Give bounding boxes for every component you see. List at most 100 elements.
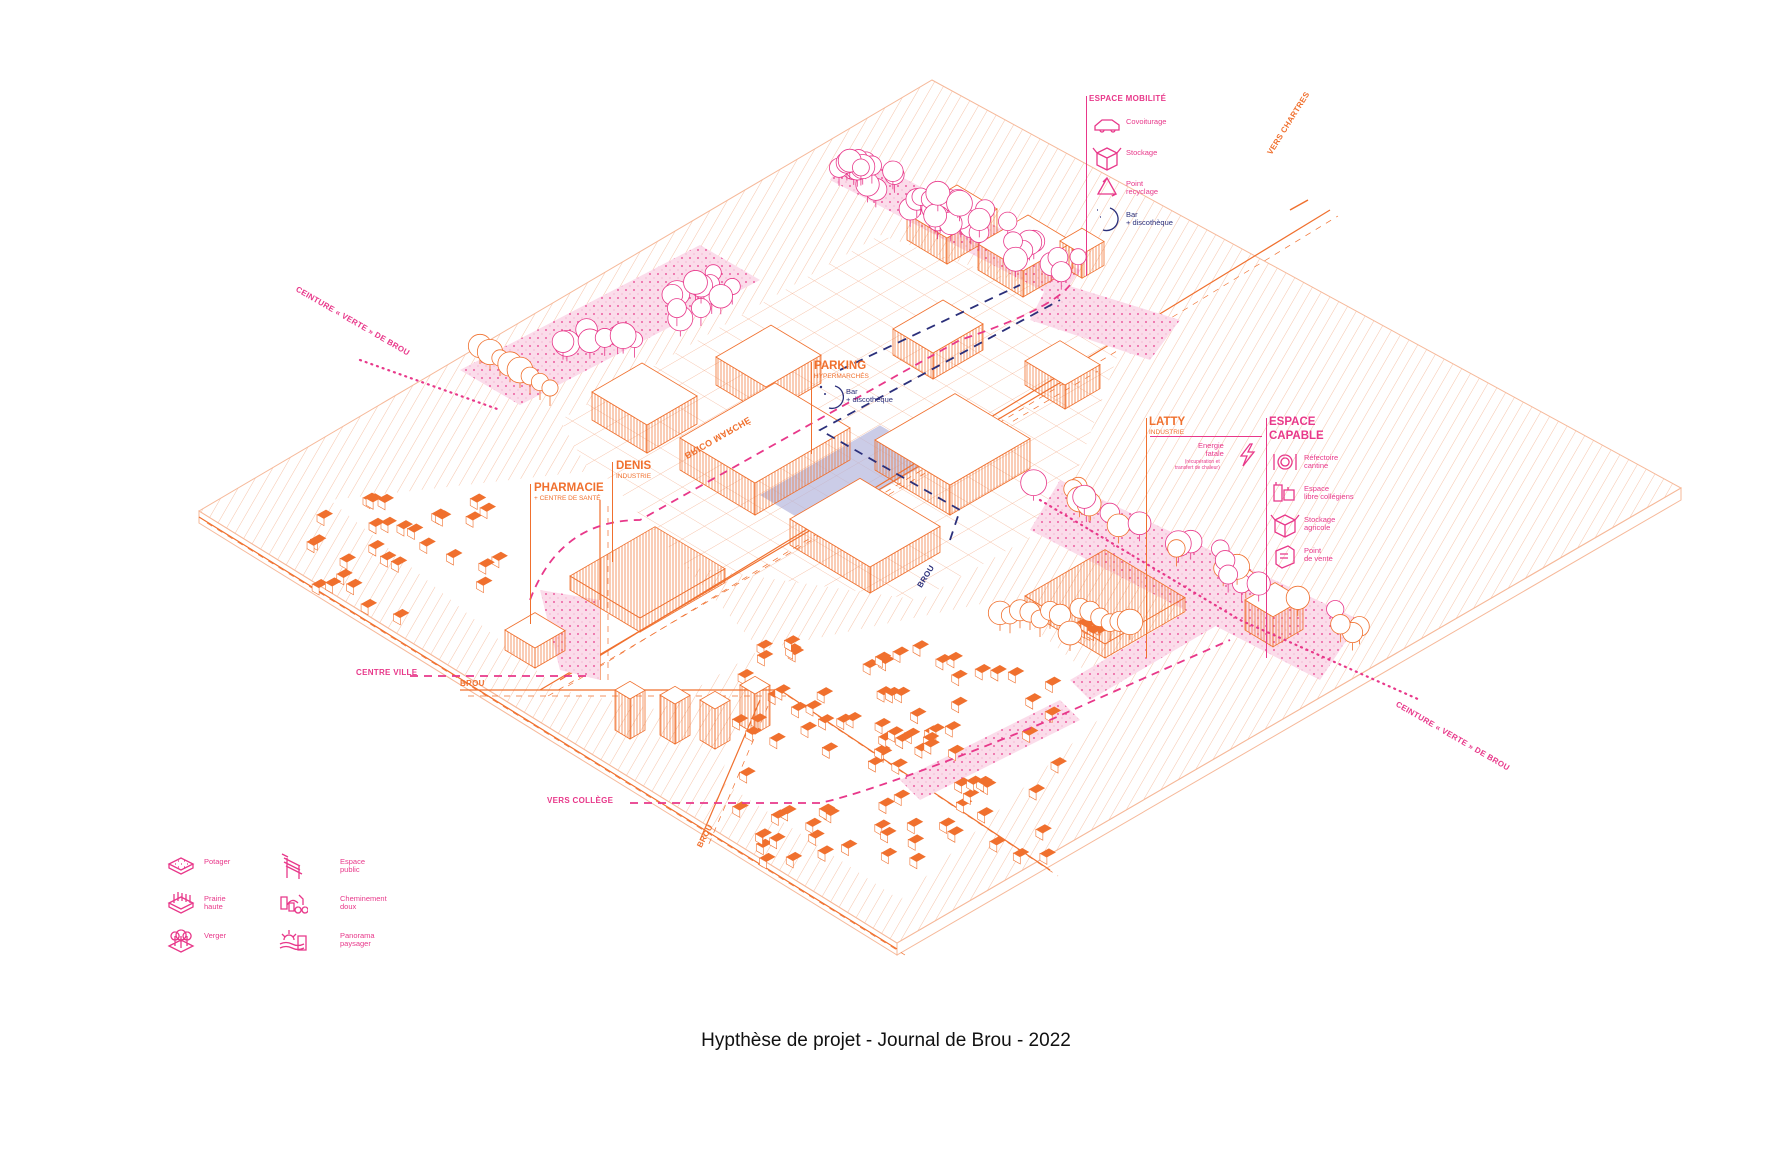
house — [893, 789, 911, 807]
espace-capable-heading-1: ESPACE — [1269, 416, 1316, 428]
house-roof — [928, 723, 945, 733]
building-retail — [591, 362, 698, 454]
house — [990, 665, 1007, 682]
house-roof — [325, 577, 342, 587]
house-wall — [306, 541, 315, 554]
figure-caption: Hypthèse de projet - Journal de Brou - 2… — [701, 1030, 1071, 1051]
navy-path — [818, 284, 1061, 541]
house-roof — [875, 651, 892, 661]
tree-crown — [1330, 614, 1351, 635]
house-wall — [377, 498, 386, 511]
house — [1039, 848, 1056, 865]
tree — [852, 158, 870, 186]
house-roof — [948, 744, 965, 754]
house-wall — [1039, 852, 1048, 865]
building-retail — [1024, 340, 1101, 410]
tree-crown — [1050, 261, 1072, 283]
denis-sub: INDUSTRIE — [616, 473, 652, 480]
house — [368, 517, 386, 535]
tree-crown — [1218, 564, 1239, 585]
house-roof — [818, 845, 835, 855]
house — [419, 537, 436, 554]
label-line-1: Espace — [1304, 484, 1330, 493]
house-roof — [818, 714, 835, 724]
house-wall — [757, 654, 765, 667]
house — [939, 817, 956, 835]
house-wall — [365, 497, 374, 510]
house-wall — [755, 833, 763, 846]
tree-crown — [1116, 608, 1144, 636]
house — [923, 738, 940, 755]
verger-icon-glyph — [167, 929, 195, 953]
house-wall — [910, 712, 918, 725]
tree-crown — [609, 322, 637, 349]
house-wall — [774, 688, 783, 701]
pharmacie-sub: + CENTRE DE SANTÉ — [534, 495, 601, 502]
house — [885, 686, 902, 704]
house — [380, 516, 397, 534]
house-wall — [954, 781, 963, 794]
building-retail — [874, 393, 1031, 516]
house-wall — [732, 718, 740, 731]
house-roof — [801, 721, 818, 731]
building-retail — [789, 477, 941, 594]
house — [880, 847, 898, 865]
box-icon — [1270, 514, 1300, 538]
tree — [1330, 614, 1351, 643]
house-roof — [904, 727, 921, 737]
house — [909, 852, 926, 870]
house-roof — [877, 686, 894, 696]
tree — [551, 330, 575, 360]
tree-crown — [551, 330, 575, 353]
house-roof — [836, 713, 853, 723]
house-wall — [977, 811, 986, 824]
label-line-2: haute — [204, 902, 223, 912]
house-wall — [732, 805, 741, 818]
house-wall — [874, 722, 883, 735]
house-wall — [907, 838, 916, 851]
house — [1007, 667, 1025, 684]
label-line-2: paysager — [340, 939, 371, 949]
house-wall — [380, 521, 389, 534]
house-roof — [894, 789, 911, 799]
house-roof — [312, 578, 329, 588]
moon-icon-glyph — [1097, 207, 1119, 232]
house-wall — [785, 856, 794, 869]
house — [785, 851, 803, 869]
house-roof — [819, 803, 836, 813]
house-wall — [346, 583, 354, 596]
house-wall — [800, 726, 809, 739]
tree — [667, 298, 687, 327]
building-roof — [739, 675, 771, 695]
house-roof — [894, 686, 911, 696]
house-roof — [1039, 848, 1056, 858]
house-wall — [909, 857, 918, 870]
house-wall — [759, 857, 767, 870]
house-roof — [822, 742, 839, 752]
house-roof — [755, 828, 772, 838]
house-wall — [805, 704, 814, 717]
building-roof — [715, 324, 822, 388]
tree — [882, 160, 904, 190]
house-wall — [1007, 671, 1016, 684]
house-wall — [368, 544, 377, 557]
house-roof — [307, 536, 324, 546]
house — [817, 845, 835, 862]
house-wall — [360, 603, 369, 616]
house-roof — [880, 826, 897, 836]
house — [368, 540, 385, 557]
parking-bar-label: Bar+ discothèque — [846, 387, 893, 405]
cheminement-icon-glyph — [280, 894, 308, 914]
house-roof — [738, 668, 755, 678]
ceinture-verte-path — [358, 358, 1422, 702]
house-roof — [739, 767, 756, 777]
house — [907, 834, 925, 851]
house-roof — [939, 817, 956, 827]
house-wall — [1012, 852, 1021, 865]
label-line-1: Covoiturage — [1126, 117, 1167, 126]
house-wall — [976, 780, 984, 793]
